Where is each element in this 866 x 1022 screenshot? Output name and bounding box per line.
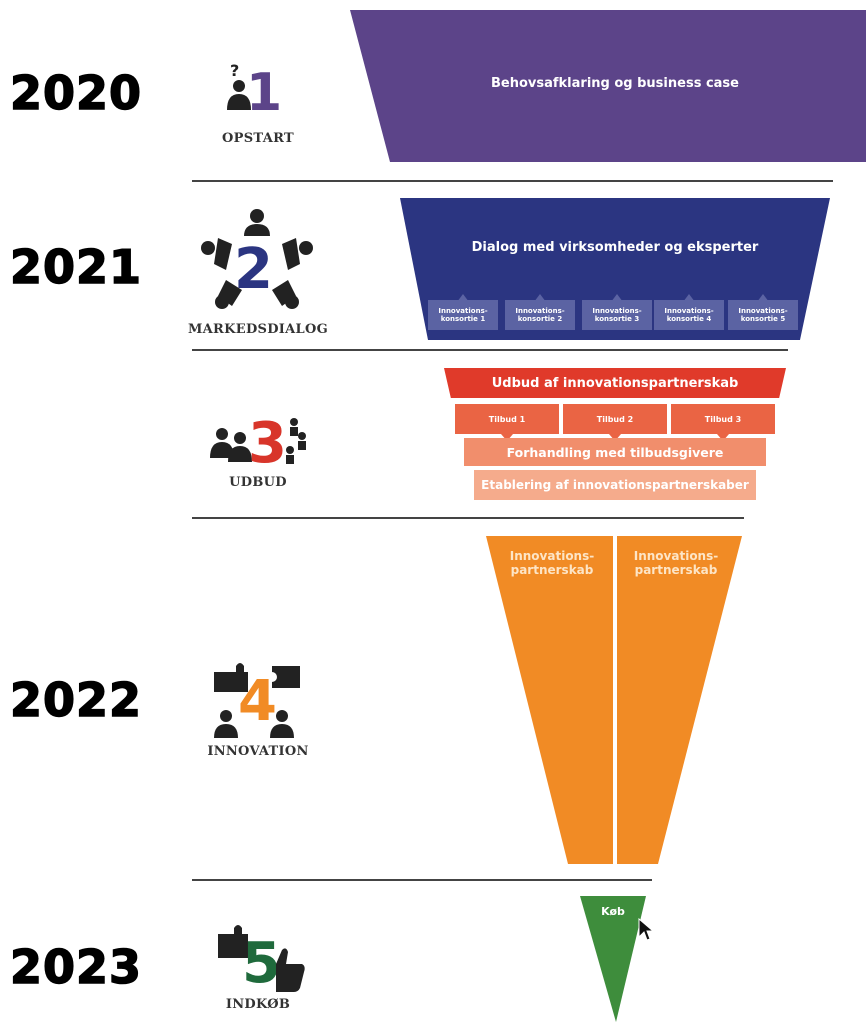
svg-text:?: ? <box>230 61 239 80</box>
konsortie-box: Innovations- konsortie 1 <box>428 300 498 330</box>
person-question-icon: ? 1 <box>227 61 282 120</box>
phase-label-udbud: UDBUD <box>229 475 287 490</box>
konsortie-box: Innovations- konsortie 2 <box>505 300 575 330</box>
opstart-funnel-section <box>350 10 866 162</box>
konsortie-box: Innovations- konsortie 4 <box>654 300 724 330</box>
phase-number-1: 1 <box>246 63 282 120</box>
udbud-title-bar: Udbud af innovationspartnerskab <box>444 368 786 398</box>
phase-divider <box>192 517 744 519</box>
year-2023: 2023 <box>9 939 143 995</box>
year-2022: 2022 <box>9 672 143 728</box>
phase-number-4: 4 <box>238 669 277 734</box>
phase-label-innovation: INNOVATION <box>207 744 309 759</box>
markedsdialog-text: Dialog med virksomheder og eksperter <box>471 240 759 255</box>
year-2021: 2021 <box>9 239 143 295</box>
tilbud-box: Tilbud 3 <box>671 404 775 434</box>
phase-number-2: 2 <box>234 237 273 302</box>
konsortie-box: Innovations- konsortie 5 <box>728 300 798 330</box>
tilbud-box: Tilbud 1 <box>455 404 559 434</box>
year-2020: 2020 <box>9 65 143 121</box>
phase-label-opstart: OPSTART <box>222 131 294 146</box>
konsortie-pointers <box>457 294 769 302</box>
puzzle-thumbs-up-icon: 5 <box>218 925 305 992</box>
konsortie-box: Innovations- konsortie 3 <box>582 300 652 330</box>
phase-number-5: 5 <box>242 931 281 992</box>
phase-number-3: 3 <box>248 411 287 468</box>
tilbud-pointers <box>501 434 729 441</box>
opstart-text: Behovsafklaring og business case <box>490 76 739 91</box>
kob-text: Køb <box>601 905 625 918</box>
forhandling-bar: Forhandling med tilbudsgivere <box>464 438 766 466</box>
partnerskab-1-text: Innovations- partnerskab <box>509 549 595 577</box>
phase-label-indkob: INDKØB <box>225 997 291 1012</box>
etablering-bar: Etablering af innovationspartnerskaber <box>474 470 756 500</box>
puzzle-people-icon: 4 <box>214 663 300 738</box>
indkob-funnel-section <box>580 896 646 1022</box>
phase-divider <box>192 180 833 182</box>
people-exchange-icon: 3 <box>210 411 306 468</box>
people-around-table-icon: 2 <box>201 209 313 309</box>
tilbud-box: Tilbud 2 <box>563 404 667 434</box>
phase-divider <box>192 349 788 351</box>
phase-label-markedsdialog: MARKEDSDIALOG <box>187 322 329 337</box>
innovation-funnel-section <box>486 536 742 864</box>
partnerskab-2-text: Innovations- partnerskab <box>633 549 719 577</box>
mouse-cursor-icon <box>638 918 654 941</box>
phase-divider <box>192 879 652 881</box>
